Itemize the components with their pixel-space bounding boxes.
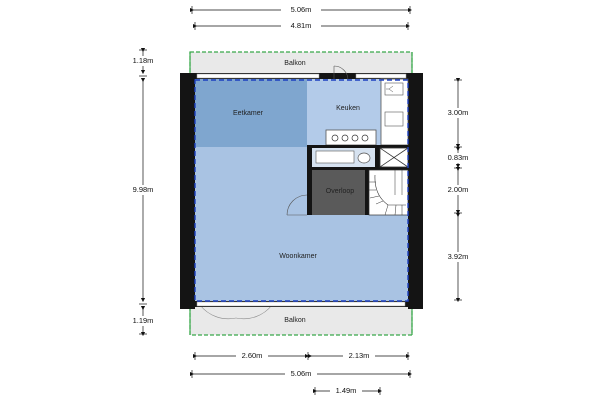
inner-walls	[307, 145, 408, 215]
doors	[286, 65, 349, 216]
dim-top-inner: 4.81m	[291, 21, 312, 30]
label-overloop: Overloop	[326, 188, 355, 195]
dim-left-balkon-bottom: 1.19m	[133, 316, 154, 325]
dim-bottom-stair: 1.49m	[336, 386, 357, 395]
dimension-labels: 5.06m 4.81m 1.18m 9.98m 1.19m 3.00m 0.83…	[128, 4, 474, 396]
floor-boundary	[194, 79, 409, 302]
room-overloop: Overloop	[312, 170, 365, 215]
label-keuken: Keuken	[336, 105, 360, 112]
dim-left-balkon-top: 1.18m	[133, 56, 154, 65]
dim-right-overloop: 2.00m	[448, 185, 469, 194]
label-balkon-top: Balkon	[284, 60, 306, 67]
dim-bottom-right: 2.13m	[349, 351, 370, 360]
staircase	[368, 169, 409, 216]
label-woonkamer: Woonkamer	[279, 253, 317, 260]
label-balkon-bottom: Balkon	[284, 317, 306, 324]
dim-bottom-left: 2.60m	[242, 351, 263, 360]
outer-walls	[180, 73, 423, 309]
balkon-top: Balkon	[189, 51, 413, 75]
room-keuken: Keuken	[307, 78, 409, 146]
room-bathroom	[312, 147, 409, 168]
dim-top-total: 5.06m	[291, 5, 312, 14]
balkon-bottom: Balkon	[189, 304, 413, 336]
label-eetkamer: Eetkamer	[233, 110, 264, 117]
dim-right-woonkamer: 3.92m	[448, 252, 469, 261]
dim-bottom-total: 5.06m	[291, 369, 312, 378]
dim-right-bath: 0.83m	[448, 153, 469, 162]
dim-left-total: 9.98m	[133, 185, 154, 194]
dim-right-keuken: 3.00m	[448, 108, 469, 117]
room-eetkamer: Eetkamer	[195, 79, 307, 147]
